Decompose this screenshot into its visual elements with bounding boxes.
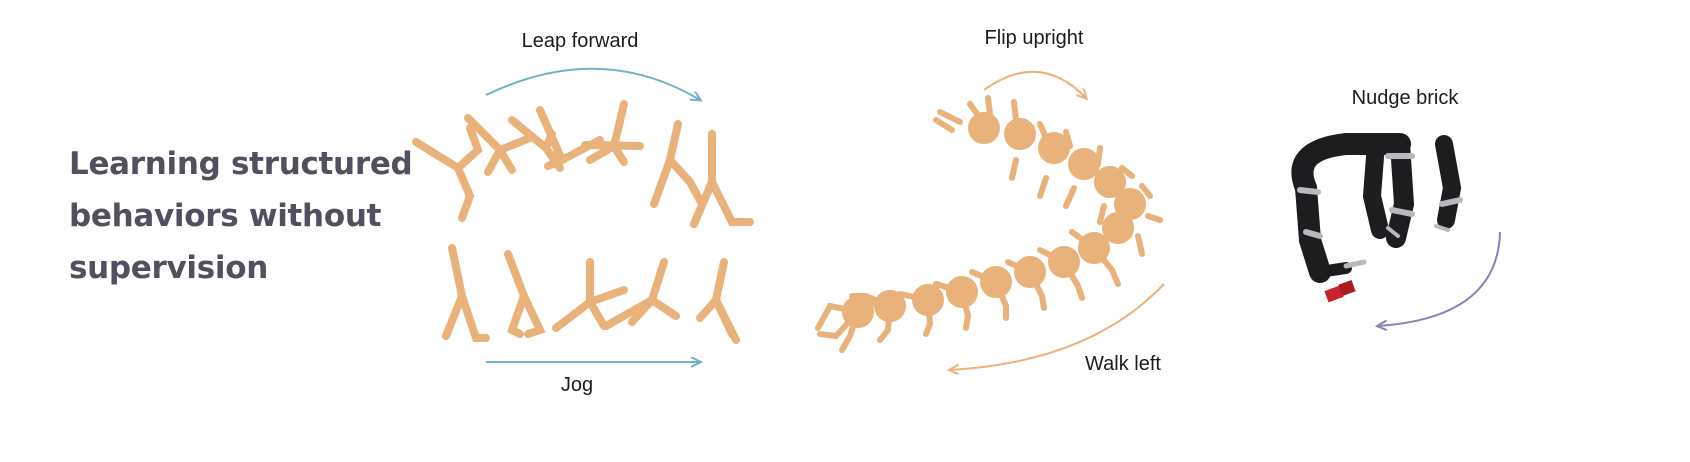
ant-sequence [815, 95, 1163, 353]
leap-forward-sequence [412, 100, 754, 228]
leap-forward-label: Leap forward [522, 30, 639, 52]
headline-line-2: behaviors without [69, 198, 382, 234]
headline-line-3: supervision [69, 250, 269, 286]
walk-left-label: Walk left [1085, 353, 1161, 375]
leap-forward-arrow [485, 67, 700, 100]
walk-left-arrow [950, 283, 1165, 370]
flip-upright-arrow [983, 70, 1086, 98]
robot-arm [1291, 133, 1463, 283]
jog-sequence [442, 244, 740, 344]
headline-line-1: Learning structured [69, 146, 413, 182]
jog-label: Jog [561, 374, 593, 396]
nudge-brick-label: Nudge brick [1352, 87, 1460, 109]
brick [1324, 279, 1356, 303]
nudge-brick-arrow [1378, 231, 1501, 326]
flip-upright-label: Flip upright [985, 27, 1084, 49]
headline: Learning structured behaviors without su… [69, 138, 413, 294]
